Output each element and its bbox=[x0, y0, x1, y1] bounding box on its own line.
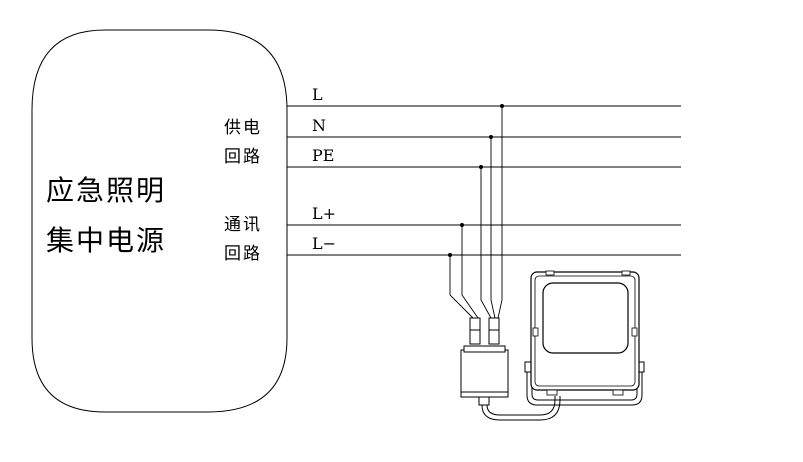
wire-label-Lminus: L− bbox=[312, 234, 336, 253]
power-supply-box bbox=[31, 29, 288, 413]
comm-circuit-label-line1: 通讯 bbox=[224, 215, 262, 235]
floodlight-icon bbox=[524, 270, 645, 406]
wire-label-Lplus: L+ bbox=[312, 204, 336, 223]
supply-circuit-label-line1: 供电 bbox=[224, 118, 262, 138]
comm-circuit-label-line2: 回路 bbox=[224, 244, 262, 264]
power-unit-title-line1: 应急照明 bbox=[46, 174, 166, 207]
wire-label-N: N bbox=[312, 116, 326, 135]
junction-box-icon bbox=[460, 317, 509, 406]
wire-label-L: L bbox=[312, 85, 323, 104]
wire-label-PE: PE bbox=[312, 146, 334, 165]
drop-wires bbox=[449, 106, 503, 319]
power-unit-title-line2: 集中电源 bbox=[46, 224, 166, 257]
lamp-cable bbox=[481, 396, 561, 421]
supply-circuit-label-line2: 回路 bbox=[224, 147, 262, 167]
